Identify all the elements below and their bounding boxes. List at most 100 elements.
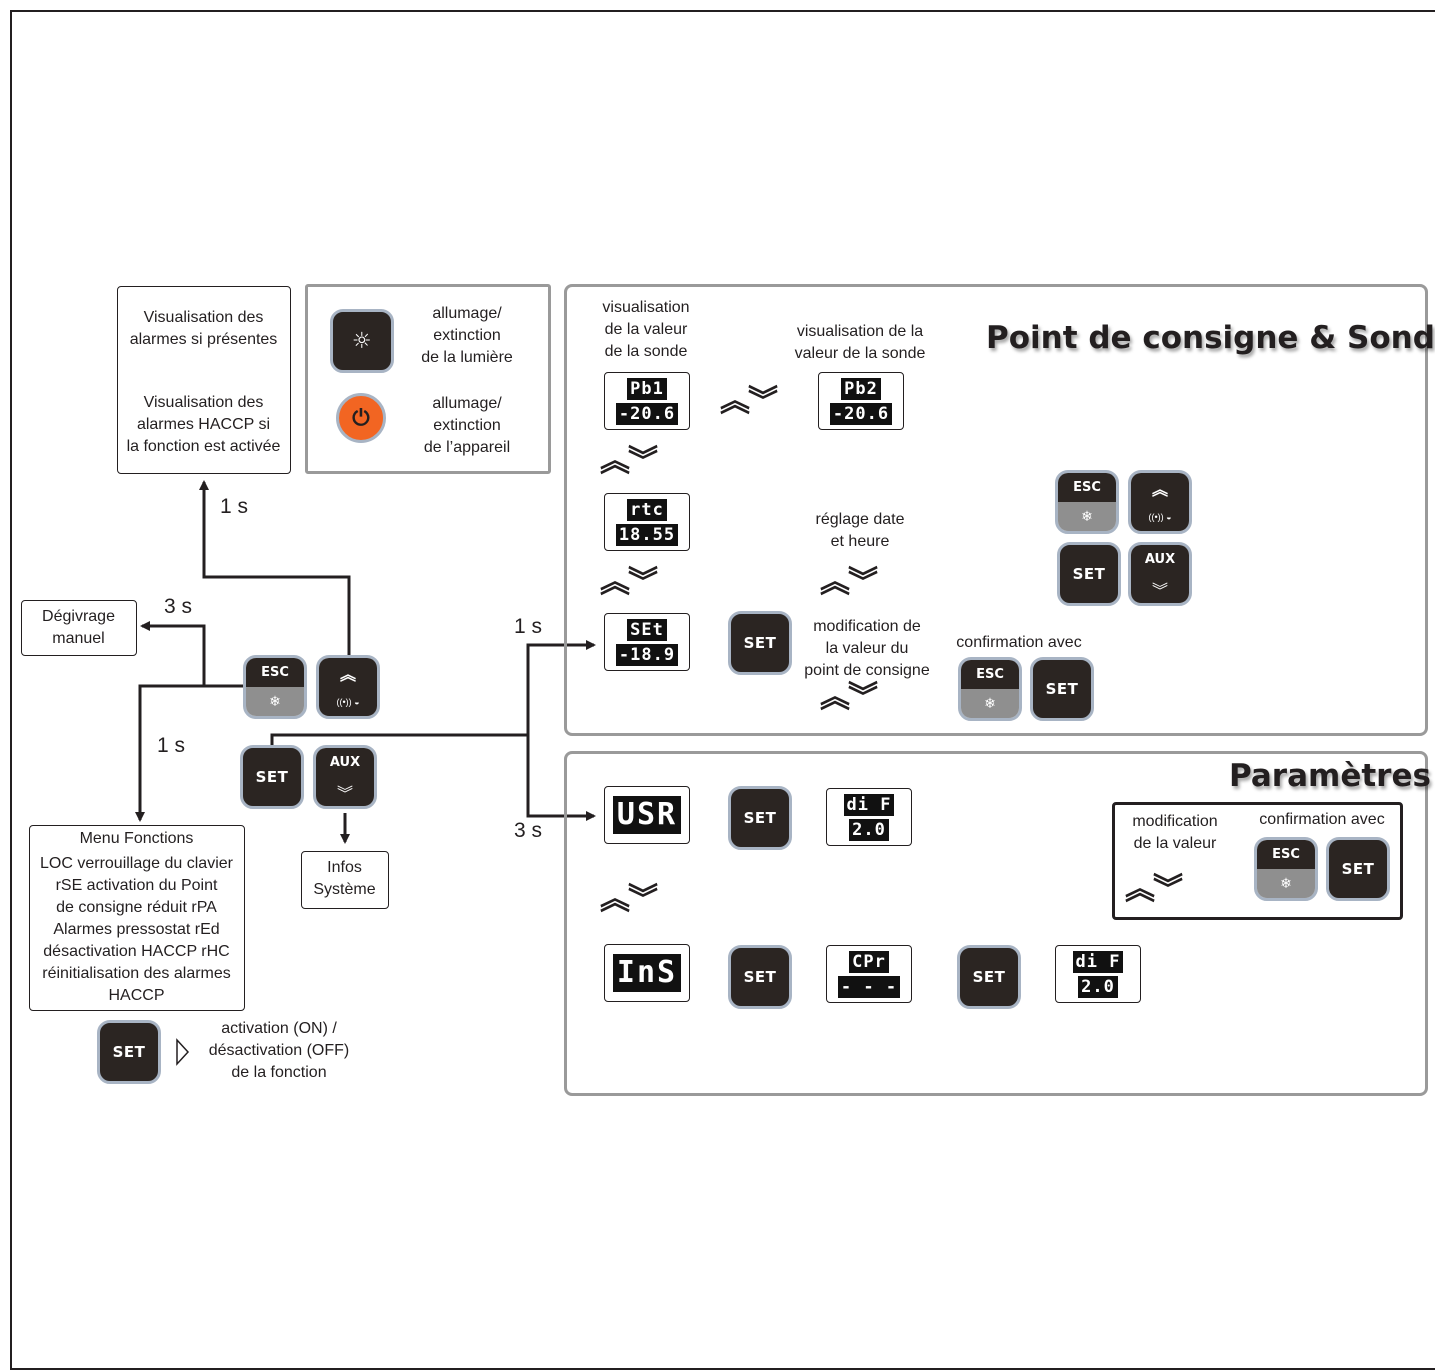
timing-menu: 1 s [157, 734, 186, 757]
haccp-alarm-icon: ((•)) ◒ [319, 687, 377, 716]
params-title: Paramètres [1229, 758, 1431, 794]
defrost-text-1: Dégivrage [42, 608, 115, 625]
light-icon: ☼ [351, 328, 373, 354]
set-params-confirm-button[interactable]: SET [1326, 837, 1390, 901]
display-dif-2-top: di F [1072, 950, 1124, 973]
esc-overview-button[interactable]: ESC ❄ [1055, 470, 1119, 534]
legend-power-2: extinction [433, 417, 501, 434]
esc-label: ESC [961, 660, 1019, 689]
mod-text-1: modification de [813, 618, 921, 635]
power-icon: ⏻ [352, 405, 370, 430]
probe1-text-2: de la valeur [604, 321, 688, 338]
rtc-text-1: réglage date [815, 511, 905, 528]
menu-item-5: désactivation HACCP rHC [43, 943, 230, 960]
display-set-top: SEt [627, 618, 667, 641]
arrow-to-alarms [199, 480, 351, 655]
display-pb2: Pb2 -20.6 [818, 372, 904, 430]
legend-power-1: allumage/ [432, 395, 502, 412]
legend-light-3: de la lumière [421, 349, 513, 366]
aux-label: AUX [316, 748, 374, 779]
params-legend-box: modification de la valeur ︽︾ confirmatio… [1112, 802, 1403, 920]
setpoint-title: Point de consigne & Sondes [986, 320, 1435, 356]
menu-item-4: Alarmes pressostat rEd [53, 921, 220, 938]
esc-confirm-button[interactable]: ESC ❄ [958, 657, 1022, 721]
set-overview-button[interactable]: SET [1057, 542, 1121, 606]
legend-light-1: allumage/ [432, 305, 502, 322]
set-button[interactable]: SET [240, 745, 304, 809]
power-button[interactable]: ⏻ [336, 393, 386, 443]
alarms-text-3: Visualisation des [143, 394, 264, 411]
up-down-icon: ︽︾ [600, 444, 658, 479]
display-pb2-top: Pb2 [841, 377, 881, 400]
aux-overview-button[interactable]: AUX ︾ [1128, 542, 1192, 606]
display-dif-1: di F 2.0 [826, 788, 912, 846]
up-down-icon: ︽︾ [720, 384, 778, 419]
toggle-arrow-icon [176, 1038, 190, 1066]
aux-down-button[interactable]: AUX ︾ [313, 745, 377, 809]
mod-text-3: point de consigne [804, 662, 930, 679]
esc-defrost-button[interactable]: ESC ❄ [243, 655, 307, 719]
probe2-text-2: valeur de la sonde [794, 345, 926, 362]
up-down-icon: ︽︾ [820, 565, 878, 600]
timing-setpoint: 1 s [514, 615, 543, 638]
params-mod-text-2: de la valeur [1133, 835, 1217, 852]
aux-label: AUX [1131, 545, 1189, 576]
display-dif-2-bottom: 2.0 [1078, 975, 1118, 998]
display-dif-1-top: di F [843, 793, 895, 816]
display-cpr: CPr - - - [826, 945, 912, 1003]
display-ins: InS [604, 944, 690, 1002]
toggle-text-1: activation (ON) / [221, 1020, 337, 1037]
rtc-text-2: et heure [830, 533, 890, 550]
display-usr-text: USR [612, 796, 682, 834]
alarms-text-1: Visualisation des [143, 309, 264, 326]
arrow-to-menu [135, 684, 243, 822]
params-mod-text-1: modification [1132, 813, 1218, 830]
setpoint-panel [564, 284, 1428, 736]
chevron-down-icon: ︾ [1131, 574, 1189, 603]
probe2-text-1: visualisation de la [796, 323, 924, 340]
up-down-icon: ︽︾ [600, 565, 658, 600]
menu-title: Menu Fonctions [79, 830, 194, 847]
set-button[interactable]: SET [728, 786, 792, 850]
set-button[interactable]: SET [728, 945, 792, 1009]
timing-params: 3 s [514, 819, 543, 842]
menu-item-1: LOC verrouillage du clavier [40, 855, 233, 872]
esc-label: ESC [1058, 473, 1116, 502]
toggle-text-2: désactivation (OFF) [208, 1042, 350, 1059]
light-button[interactable]: ☼ [330, 309, 394, 373]
set-button[interactable]: SET [957, 945, 1021, 1009]
display-ins-text: InS [612, 954, 682, 992]
set-confirm-button[interactable]: SET [1030, 657, 1094, 721]
esc-label: ESC [246, 658, 304, 687]
infos-box: Infos Système [301, 851, 389, 909]
infos-text-2: Système [313, 881, 376, 898]
legend-power-3: de l’appareil [423, 439, 511, 456]
display-pb2-bottom: -20.6 [829, 402, 893, 425]
esc-params-confirm-button[interactable]: ESC ❄ [1254, 837, 1318, 901]
confirm-text: confirmation avec [956, 634, 1082, 651]
display-cpr-bottom: - - - [837, 975, 901, 998]
infos-text-1: Infos [327, 859, 362, 876]
snowflake-icon: ❄ [961, 689, 1019, 718]
up-overview-button[interactable]: ︽ ((•)) ◒ [1128, 470, 1192, 534]
probe1-text-3: de la sonde [604, 343, 688, 360]
alarms-box: Visualisation des alarmes si présentes V… [117, 286, 291, 474]
set-toggle-button[interactable]: SET [97, 1020, 161, 1084]
menu-box: Menu Fonctions LOC verrouillage du clavi… [29, 825, 245, 1011]
snowflake-icon: ❄ [246, 687, 304, 716]
display-rtc: rtc 18.55 [604, 493, 690, 551]
snowflake-icon: ❄ [1058, 502, 1116, 531]
set-button[interactable]: SET [728, 611, 792, 675]
up-haccp-button[interactable]: ︽ ((•)) ◒ [316, 655, 380, 719]
display-dif-2: di F 2.0 [1055, 945, 1141, 1003]
up-down-icon: ︽︾ [1125, 872, 1183, 907]
snowflake-icon: ❄ [1257, 869, 1315, 898]
display-set: SEt -18.9 [604, 613, 690, 671]
alarms-text-4: alarmes HACCP si [136, 416, 271, 433]
esc-label: ESC [1257, 840, 1315, 869]
timing-alarm: 1 s [220, 495, 249, 518]
legend-light-2: extinction [433, 327, 501, 344]
display-usr: USR [604, 786, 690, 844]
display-pb1: Pb1 -20.6 [604, 372, 690, 430]
